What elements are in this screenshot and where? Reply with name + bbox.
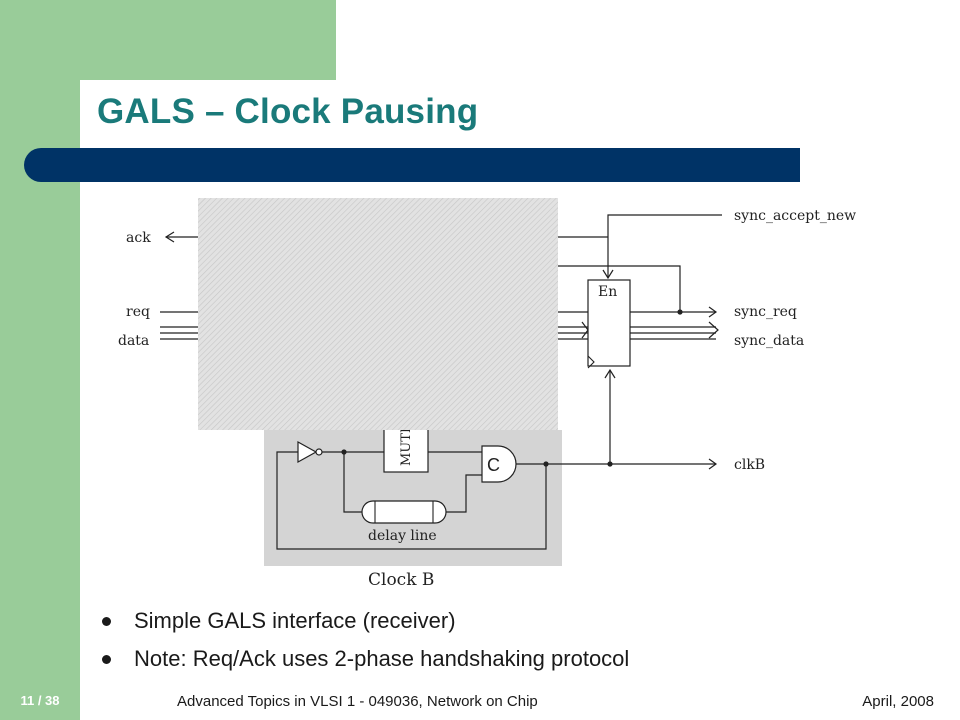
clock-b-label: Clock B [368,570,434,590]
data-bus [160,326,200,340]
bullet-item: Note: Req/Ack uses 2-phase handshaking p… [100,644,629,682]
top-accent-band [80,0,336,80]
delay-line-label: delay line [368,528,437,544]
gals-interface-diagram: En MUTEX C delay line Clock B [118,198,856,590]
sync-req-label: sync_req [734,304,797,320]
bullet-dot [102,617,111,626]
inverter-output-junction [341,449,347,455]
title-underline-bar [24,148,800,182]
clkb-label: clkB [734,457,765,473]
c-element [481,445,517,483]
bullet-list: Simple GALS interface (receiver) Note: R… [100,606,629,682]
inverter-bubble [315,448,323,456]
delay-line-block [361,500,447,524]
data-label: data [118,333,149,349]
occluded-region [198,198,558,430]
register-enable-label: En [598,284,617,300]
page-number: 11 / 38 [20,693,60,708]
slide-title: GALS – Clock Pausing [97,92,479,131]
bullet-text: Note: Req/Ack uses 2-phase handshaking p… [134,646,630,671]
c-element-label: C [487,455,500,475]
footer-course: Advanced Topics in VLSI 1 - 049036, Netw… [177,693,538,710]
footer-date: April, 2008 [862,693,934,710]
req-label: req [126,304,150,320]
sync-accept-new-label: sync_accept_new [734,208,856,224]
enable-register [587,279,631,367]
sync-data-label: sync_data [734,333,804,349]
feedback-loop-wire [276,451,547,550]
ack-feedback-wire [558,265,681,312]
sync-accept-new-wire [602,214,722,280]
bullet-text: Simple GALS interface (receiver) [134,608,456,633]
ack-label: ack [126,230,151,246]
bullet-dot [102,655,111,664]
inverter-gate [297,440,318,464]
left-accent-band [0,0,80,720]
bullet-item: Simple GALS interface (receiver) [100,606,629,644]
clock-junction-right [607,461,613,467]
ack-wire [164,231,200,243]
sync-req-junction [677,309,683,315]
